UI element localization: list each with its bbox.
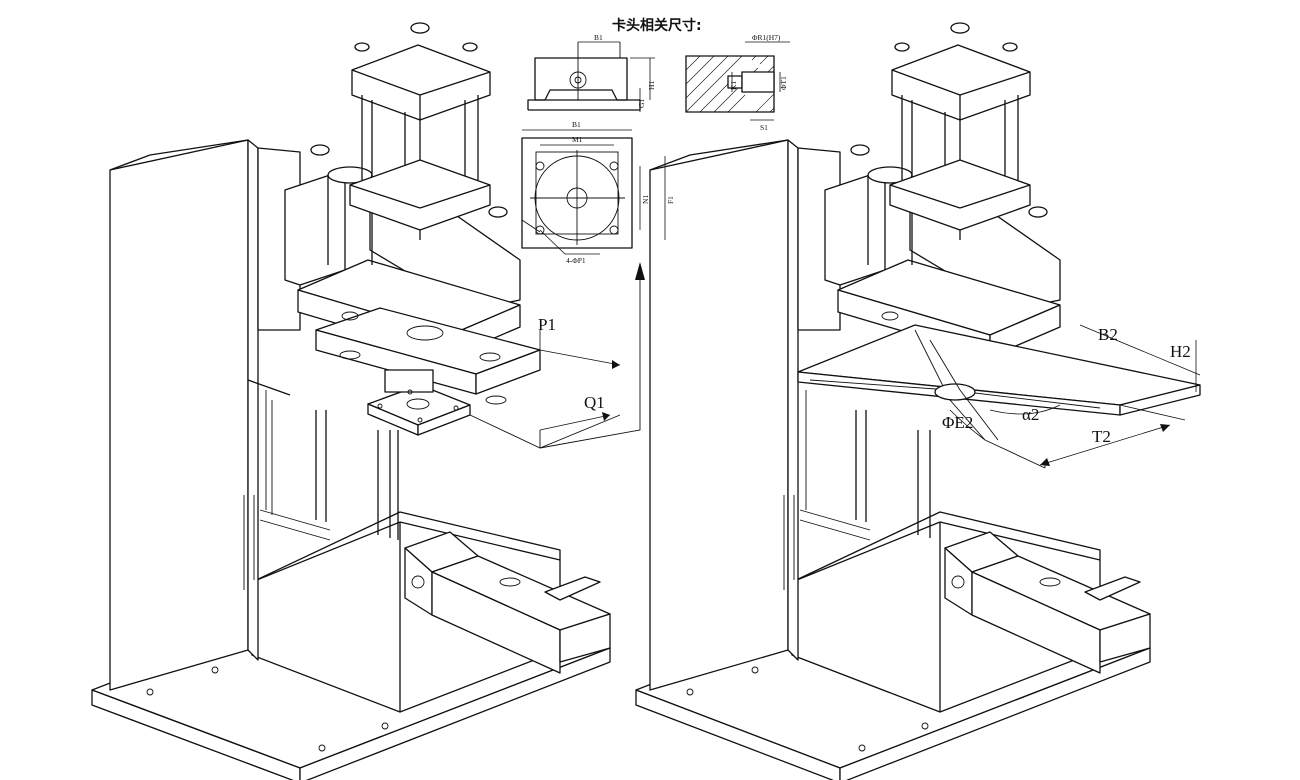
label-t2: T2 (1092, 427, 1111, 446)
left-column-frame (109, 139, 331, 691)
right-guide-rods (855, 410, 931, 538)
right-column-frame (649, 139, 871, 691)
label-k1: K1 (729, 81, 738, 90)
label-s1: S1 (760, 123, 768, 132)
label-n1: N1 (641, 195, 650, 204)
label-phi-t1: ΦT1 (779, 76, 788, 90)
right-large-plate (797, 324, 1201, 469)
left-head-block (257, 147, 541, 405)
detail-title: 卡头相关尺寸: (612, 17, 702, 34)
left-clamp-fixture (367, 369, 471, 436)
label-b1-top: B1 (572, 120, 581, 129)
label-alpha2: α2 (1022, 405, 1039, 424)
right-cylinder (850, 22, 1048, 265)
label-f1: F1 (666, 196, 675, 204)
clamp-front-view (527, 41, 655, 112)
label-g1: G1 (637, 99, 646, 108)
label-b1-front: B1 (594, 33, 603, 42)
label-phi-r1: ΦR1(H7) (752, 33, 781, 42)
clamp-top-view (521, 129, 666, 255)
left-side-clamp (404, 531, 611, 674)
right-side-clamp (944, 531, 1151, 674)
label-holes: 4-ΦP1 (566, 256, 586, 265)
label-b2: B2 (1098, 325, 1118, 344)
right-machine (635, 22, 1201, 780)
right-head-block (797, 147, 1061, 358)
label-p1: P1 (538, 315, 556, 334)
left-dimension-lines (469, 262, 645, 449)
label-h2: H2 (1170, 342, 1191, 361)
left-cylinder (310, 22, 508, 265)
left-machine (91, 22, 645, 780)
clamp-detail (521, 41, 790, 255)
label-h1: H1 (647, 81, 656, 90)
label-m1: M1 (572, 135, 583, 144)
left-guide-rods (315, 410, 399, 540)
label-q1: Q1 (584, 393, 605, 412)
clamp-section-view (685, 41, 790, 121)
label-phi-e2: ΦE2 (942, 413, 973, 432)
